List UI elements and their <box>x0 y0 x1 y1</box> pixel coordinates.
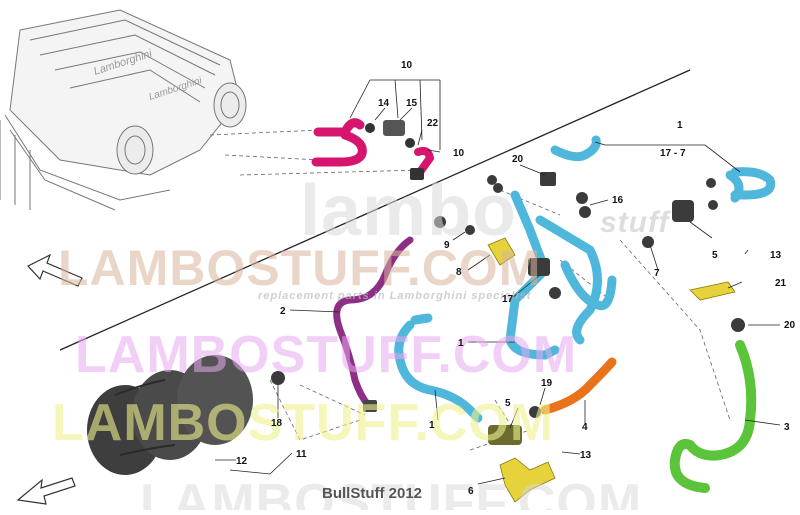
callout-label: 1 <box>429 420 435 431</box>
callout-label: 13 <box>580 450 592 461</box>
callout-label: 22 <box>427 118 439 129</box>
callout-label: 19 <box>541 378 553 389</box>
callout-label: 20 <box>784 320 796 331</box>
callout-label: 17 - 7 <box>660 148 686 159</box>
callout-label: 4 <box>582 422 588 433</box>
watermark-line-3: LAMBOSTUFF.COM <box>52 394 554 452</box>
callout-label: 21 <box>775 278 787 289</box>
callout-label: 6 <box>468 486 474 497</box>
purple-hose-clamp <box>363 400 377 412</box>
callout-label: 10 <box>401 60 413 71</box>
yellow-parts <box>487 237 736 503</box>
callout-label: 18 <box>271 418 283 429</box>
watermark-line-4: LAMBOSTUFF.COM <box>140 474 642 510</box>
callout-label: 9 <box>444 240 450 251</box>
orange-hose <box>540 357 617 415</box>
arrow-down-left-icon <box>16 477 76 505</box>
callout-label: 5 <box>712 250 718 261</box>
direction-arrows <box>16 253 83 505</box>
watermark-line-2: LAMBOSTUFF.COM <box>75 326 577 384</box>
watermark-line-1: LAMBOSTUFF.COM <box>58 240 541 296</box>
callout-label: 17 <box>502 294 514 305</box>
callout-label: 2 <box>280 306 286 317</box>
watermark: lambo stuff LAMBOSTUFF.COM replacement p… <box>52 171 671 515</box>
valves-and-fittings <box>271 172 745 445</box>
callout-label: 13 <box>770 250 782 261</box>
blue-hose-assembly <box>394 135 776 423</box>
purple-hose <box>333 236 414 409</box>
callout-label: 12 <box>236 456 248 467</box>
callout-label: 7 <box>654 268 660 279</box>
watermark-small: replacement parts in Lamborghini special… <box>258 290 532 302</box>
callout-label: 3 <box>784 422 790 433</box>
callout-label: 20 <box>512 154 524 165</box>
callout-label: 11 <box>296 449 307 460</box>
pink-hose-assembly <box>311 118 435 180</box>
callout-label: 5 <box>505 398 511 409</box>
separator-line <box>59 69 691 351</box>
callout-labels: 10 14 15 22 10 1 17 - 7 20 16 9 8 5 13 7… <box>236 60 796 497</box>
arrow-up-left-icon <box>27 253 83 287</box>
engine-intake-drawing: Lamborghini Lamborghini <box>0 9 247 211</box>
callout-label: 14 <box>378 98 390 109</box>
callout-label: 1 <box>677 120 683 131</box>
callout-label: 16 <box>612 195 624 206</box>
callout-label: 15 <box>406 98 418 109</box>
watermark-tag: stuff <box>600 206 671 239</box>
credit-text: BullStuff 2012 <box>322 485 423 502</box>
green-hose <box>669 340 757 493</box>
callout-label: 8 <box>456 267 462 278</box>
carbon-canister <box>87 355 253 475</box>
callout-leaders <box>215 79 781 485</box>
callout-label: 10 <box>453 148 465 159</box>
watermark-brand: lambo <box>300 171 517 251</box>
callout-label: 1 <box>458 338 464 349</box>
